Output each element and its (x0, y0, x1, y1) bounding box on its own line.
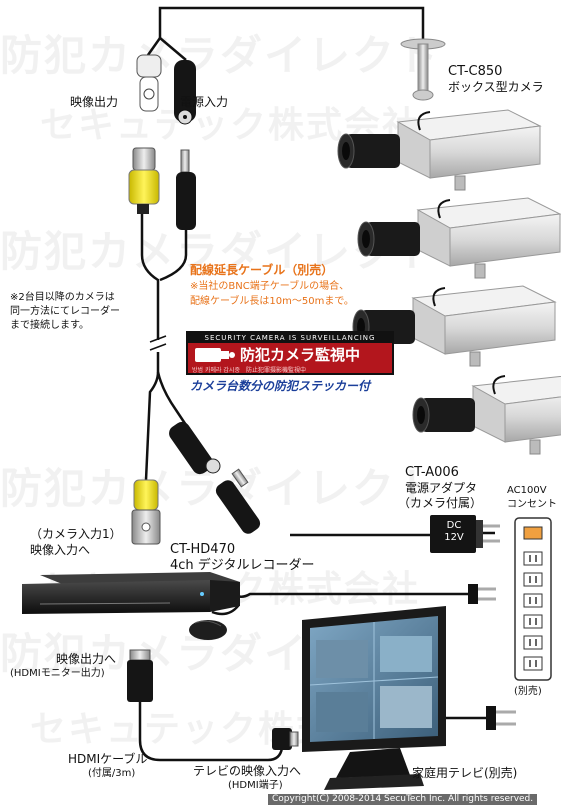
outlet-label: コンセント (507, 499, 557, 510)
hdmi-cable-name: HDMIケーブル (68, 752, 148, 766)
cable-break-mark (149, 335, 167, 351)
adapter-voltage-text: 12V (444, 532, 464, 543)
box-camera (412, 375, 561, 455)
sticker-caption: カメラ台数分の防犯ステッカー付 (190, 379, 371, 393)
video-out-label: 映像出力 (70, 95, 119, 109)
adapter-name: 電源アダプタ (405, 481, 478, 495)
television (302, 606, 446, 790)
multi-camera-note-1: ※2台目以降のカメラは (10, 292, 115, 303)
sticker-top-text: SECURITY CAMERA IS SURVEILLANCING (188, 333, 392, 343)
tv-power-plug (486, 706, 516, 730)
extension-note-line2: 配線ケーブル長は10m～50mまで。 (190, 296, 354, 307)
watermark-brand: 防犯カメラダイレクト (0, 31, 441, 80)
camera-type: ボックス型カメラ (448, 80, 544, 94)
camera-icon (195, 348, 235, 362)
tv-screen-quads (309, 622, 439, 739)
tv-name: 家庭用テレビ(別売) (412, 766, 518, 780)
outlet-socket (523, 614, 543, 629)
outlet-socket (523, 656, 543, 671)
adapter-dc-text: DC (446, 520, 462, 531)
copyright: Copyright(C) 2008-2014 SecuTech Inc. All… (268, 794, 538, 806)
power-adapter (430, 515, 500, 553)
recorder-input-line1: （カメラ入力1） (30, 527, 122, 541)
camera-model: CT-C850 (448, 64, 503, 79)
camera-stack (337, 109, 561, 455)
video-output-line2: (HDMIモニター出力) (10, 668, 105, 679)
box-camera (357, 197, 561, 279)
tv-input-line2: (HDMI端子) (228, 780, 283, 791)
box-camera (337, 109, 542, 191)
sticker-main-text: 防犯カメラ監視中 (240, 346, 361, 364)
video-out-plug (136, 54, 162, 112)
video-output-line1: 映像出力へ (56, 652, 117, 666)
adapter-body-label: DC 12V (433, 520, 475, 548)
recorder-model: CT-HD470 (170, 542, 236, 557)
sticker-sub-text: 방범 카메라 감시중 防止犯罪摄影機監視中 (192, 367, 306, 374)
camera-cable (158, 6, 425, 70)
power-outlet-strip (514, 517, 552, 681)
power-in-label: 電源入力 (180, 95, 229, 109)
outlet-voltage: AC100V (507, 485, 547, 496)
tv-input-line1: テレビの映像入力へ (193, 764, 302, 778)
outlet-socket (523, 572, 543, 587)
dc-plug-top (176, 149, 196, 230)
hdmi-cable-note: (付属/3m) (88, 768, 136, 779)
adapter-model: CT-A006 (405, 465, 459, 480)
camera-mount-top (400, 38, 446, 101)
digital-recorder (22, 572, 240, 614)
recorder-input-line2: 映像入力へ (30, 543, 91, 557)
adapter-note: （カメラ付属） (398, 496, 483, 510)
outlet-socket (523, 635, 543, 650)
extension-cable-title: 配線延長ケーブル（別売） (190, 263, 334, 277)
recorder-power-plug (468, 584, 496, 604)
outlet-socket (523, 593, 543, 608)
dc-plug-lower (169, 421, 261, 534)
mouse (189, 620, 227, 640)
outlet-note: (別売) (514, 686, 542, 697)
hdmi-connector-left (127, 649, 153, 702)
hdmi-connector-right (272, 728, 299, 750)
multi-camera-note-3: まで接続します。 (10, 320, 89, 331)
bnc-connector-bottom (131, 479, 161, 545)
security-sticker: SECURITY CAMERA IS SURVEILLANCING 防犯カメラ監… (186, 331, 394, 375)
outlet-socket (523, 551, 543, 566)
multi-camera-note-2: 同一方法にてレコーダー (10, 306, 120, 317)
extension-note-line1: ※当社のBNC端子ケーブルの場合、 (190, 281, 350, 292)
bnc-connector-top (128, 147, 160, 214)
power-in-plug (174, 60, 196, 125)
recorder-type: 4ch デジタルレコーダー (170, 558, 315, 573)
